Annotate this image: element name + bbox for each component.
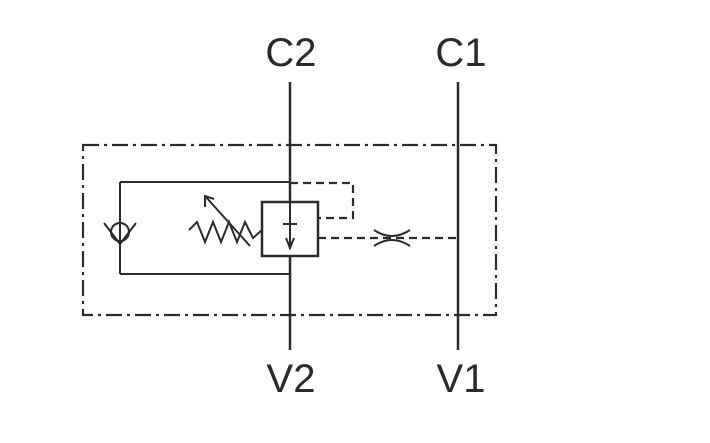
adjustable-spring-icon (188, 194, 263, 247)
throttle-orifice-icon (373, 229, 411, 247)
port-label-c1: C1 (435, 31, 486, 75)
port-label-v2: V2 (267, 357, 316, 401)
check-valve-icon (103, 222, 137, 245)
bypass-loop (119, 181, 290, 275)
valve-spool-icon (260, 200, 320, 258)
port-label-c2: C2 (265, 31, 316, 75)
pilot-line-upper (290, 181, 355, 220)
port-label-v1: V1 (437, 357, 486, 401)
